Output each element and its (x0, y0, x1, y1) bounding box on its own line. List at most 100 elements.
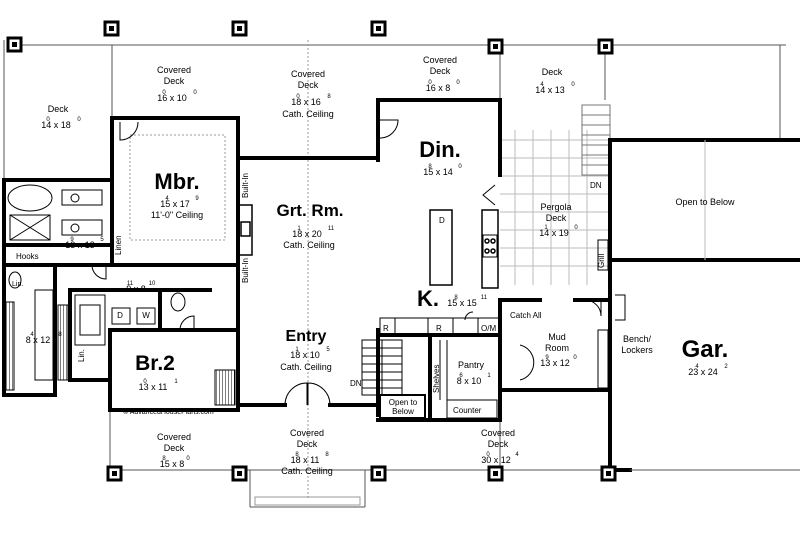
pantry-dims: 8 x 10 (457, 376, 482, 386)
lin-small-label: Lin. (12, 281, 23, 288)
entry-dims: 18 x 10 (290, 350, 320, 360)
bath2-dims: 8 x 12 (26, 335, 51, 345)
covered-deck-d-sup2: 0 (186, 456, 190, 462)
column-cores (12, 26, 611, 476)
garage-name: Gar. (682, 336, 729, 363)
hall-sup2: 10 (149, 281, 156, 287)
mbr-sup1: 4 (165, 196, 169, 202)
lin-label: Lin. (77, 349, 86, 362)
entry-note: Cath. Ceiling (280, 362, 332, 372)
grt-rm-name: Grt. Rm. (276, 201, 343, 220)
entry-sup1: 1 (295, 347, 299, 353)
covered-deck-d-line2: Deck (164, 443, 185, 453)
grt-rm-sup1: 1 (297, 226, 301, 232)
kitchen-counter (379, 317, 501, 336)
br2-sup1: 0 (143, 379, 147, 385)
hooks-label: Hooks (16, 252, 39, 261)
pantry-sup2: 1 (487, 373, 491, 379)
shelves-label: Shelves (432, 365, 441, 393)
covered-deck-e-line1: Covered (290, 428, 324, 438)
main-stair (361, 339, 426, 419)
covered-deck-d-sup1: 8 (162, 456, 166, 462)
mud-room-line2: Room (545, 343, 569, 353)
pergola-sup1: 1 (544, 225, 548, 231)
covered-deck-f-sup1: 0 (486, 452, 490, 458)
covered-deck-c-sup1: 0 (428, 80, 432, 86)
covered-deck-e-note: Cath. Ceiling (281, 466, 333, 476)
entry-name: Entry (286, 328, 327, 345)
entry-sup2: 5 (326, 347, 330, 353)
covered-deck-b-line2: Deck (298, 80, 319, 90)
deck-left-sup1: 0 (46, 117, 50, 123)
counter-label: Counter (453, 406, 482, 415)
pergola-line2: Deck (546, 213, 567, 223)
open-below-right: Open to Below (675, 197, 735, 207)
built-in-bottom-label: Built-In (241, 258, 250, 283)
pantry-sup1: 6 (459, 373, 463, 379)
grt-rm-sup2: 11 (328, 226, 335, 232)
open-below-stair-line2: Below (392, 407, 414, 416)
copyright-label: © AdvancedHousePlans.com (123, 408, 214, 416)
mud-room-line1: Mud (548, 332, 566, 342)
bath-sup2: 5 (100, 237, 104, 243)
din-name: Din. (419, 137, 461, 162)
covered-deck-b-note: Cath. Ceiling (282, 109, 334, 119)
dn-stair-label: DN (350, 379, 362, 388)
om-label: O/M (481, 324, 496, 333)
closet-racks (5, 289, 236, 406)
deck-left-dims: 14 x 18 (41, 120, 71, 130)
covered-deck-d-line1: Covered (157, 432, 191, 442)
deck-right-name: Deck (542, 67, 563, 77)
pantry-shelves (439, 340, 498, 419)
bath2-sup1: 4 (30, 332, 34, 338)
covered-deck-e-line2: Deck (297, 439, 318, 449)
br2-name: Br.2 (135, 352, 175, 375)
mud-room-sup1: 9 (545, 355, 549, 361)
deck-left-sup2: 0 (77, 117, 81, 123)
covered-deck-f-line1: Covered (481, 428, 515, 438)
covered-deck-a-line2: Deck (164, 76, 185, 86)
covered-deck-b-line1: Covered (291, 69, 325, 79)
bath-sup1: 9 (70, 237, 74, 243)
kitchen-sup1: 8 (454, 295, 458, 301)
kitchen-sup2: 11 (481, 295, 488, 301)
mbr-name: Mbr. (154, 169, 199, 194)
bench-lockers (597, 239, 626, 389)
covered-deck-a-sup1: 0 (162, 90, 166, 96)
covered-deck-a-line1: Covered (157, 65, 191, 75)
catch-all-label: Catch All (510, 311, 542, 320)
covered-deck-e-sup2: 8 (325, 452, 329, 458)
hall-dims: 9 x 8 (126, 284, 146, 294)
din-dims: 15 x 14 (423, 167, 453, 177)
range-label-1: R (383, 324, 389, 333)
washer-label: W (142, 311, 150, 320)
fireplace (237, 204, 253, 256)
pergola-dims: 14 x 19 (539, 228, 569, 238)
covered-deck-b-dims: 18 x 16 (291, 97, 321, 107)
covered-deck-a-sup2: 0 (193, 90, 197, 96)
covered-deck-c-dims: 16 x 8 (426, 83, 451, 93)
grill-label: Grill (597, 254, 606, 268)
bath2-sup2: 8 (58, 332, 62, 338)
covered-deck-e-sup1: 8 (295, 452, 299, 458)
dryer-label: D (117, 311, 123, 320)
covered-deck-f-line2: Deck (488, 439, 509, 449)
pergola-sup2: 0 (574, 225, 578, 231)
din-sup1: 8 (428, 164, 432, 170)
mbr-dims: 15 x 17 (160, 199, 190, 209)
mbr-note: 11'-0" Ceiling (151, 210, 203, 220)
garage-dims: 23 x 24 (688, 367, 718, 377)
open-below-stair-line1: Open to (389, 398, 418, 407)
range-label-2: R (436, 324, 442, 333)
dishwasher-label: D (439, 216, 445, 225)
covered-deck-c-line1: Covered (423, 55, 457, 65)
covered-deck-a-dims: 16 x 10 (157, 93, 187, 103)
mud-room-sup2: 0 (573, 355, 577, 361)
pantry-name: Pantry (458, 360, 485, 370)
covered-deck-d-dims: 15 x 8 (160, 459, 185, 469)
deck-left-name: Deck (48, 104, 69, 114)
deck-outlines (3, 40, 786, 508)
pergola-grid (500, 130, 610, 285)
covered-deck-f-sup2: 4 (515, 452, 519, 458)
